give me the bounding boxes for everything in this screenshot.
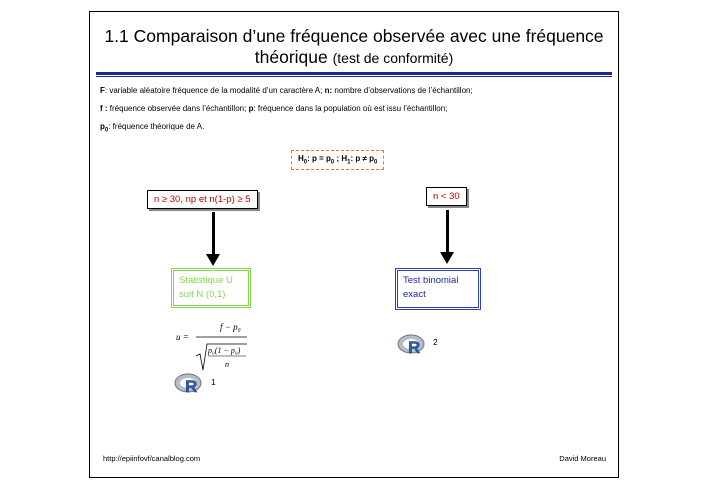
def-f-text: fréquence observée dans l’échantillon;	[109, 104, 247, 113]
title-rule-thin	[96, 76, 612, 77]
def-n: n:	[324, 86, 333, 95]
arrow-down-left	[206, 212, 220, 266]
formula-root-numerator: p₀(1 − p₀)	[207, 346, 241, 355]
slide-title: 1.1 Comparaison d’une fréquence observée…	[90, 26, 618, 69]
definitions: F: variable aléatoire fréquence de la mo…	[100, 82, 610, 140]
def-p0: p0	[100, 122, 109, 134]
svg-text:R: R	[408, 338, 420, 355]
title-main: théorique	[254, 47, 328, 67]
condition-large-sample: n ≥ 30, np et n(1-p) ≥ 5	[147, 190, 258, 209]
title-rule-thick	[96, 72, 612, 75]
arrow-down-right	[440, 210, 454, 264]
def-p: p	[248, 104, 254, 113]
r-logo-icon: R	[397, 334, 425, 355]
formula-numerator: f − p₀	[220, 322, 241, 332]
def-f: f :	[100, 104, 108, 113]
title-line-2: théorique (test de conformité)	[90, 47, 618, 69]
def-p0-text: : fréquence théorique de A.	[108, 122, 205, 131]
binomial-line-1: Test binomial	[403, 275, 459, 286]
title-line-1: 1.1 Comparaison d’une fréquence observée…	[104, 26, 604, 46]
def-F: F	[100, 86, 105, 95]
binomial-line-2: exact	[403, 289, 426, 300]
footer-author: David Moreau	[559, 454, 606, 463]
binomial-test-box: Test binomial exact	[395, 268, 481, 310]
formula-lhs: u =	[176, 332, 189, 342]
statistic-u-box: Statistique U suit N (0,1)	[171, 268, 251, 308]
formula-root-denominator: n	[225, 360, 229, 369]
statistic-line-1: Statistique U	[179, 275, 233, 286]
footer-url: http://epiinfovf/canalblog.com	[103, 454, 201, 463]
reference-number-2: 2	[433, 337, 438, 347]
condition-small-sample: n < 30	[426, 187, 467, 206]
def-F-text: : variable aléatoire fréquence de la mod…	[104, 86, 323, 95]
title-subtitle: (test de conformité)	[332, 50, 454, 66]
statistic-line-2: suit N (0,1)	[179, 289, 226, 300]
u-statistic-formula: u = f − p₀ p₀(1 − p₀) n	[176, 322, 247, 371]
definition-line-3: p0: fréquence théorique de A.	[100, 118, 610, 140]
definition-line-2: f : fréquence observée dans l’échantillo…	[100, 100, 610, 118]
r-logo-icon: R	[174, 373, 202, 394]
svg-text:R: R	[185, 377, 197, 394]
reference-number-1: 1	[211, 377, 216, 387]
def-p-text: : fréquence dans la population où est is…	[253, 104, 448, 113]
hypothesis-box: H0: p = p0 ; H1: p ≠ p0	[291, 150, 385, 170]
def-n-text: nombre d’observations de l’échantillon;	[334, 86, 473, 95]
slide: 1.1 Comparaison d’une fréquence observée…	[89, 11, 619, 478]
definition-line-1: F: variable aléatoire fréquence de la mo…	[100, 82, 610, 100]
